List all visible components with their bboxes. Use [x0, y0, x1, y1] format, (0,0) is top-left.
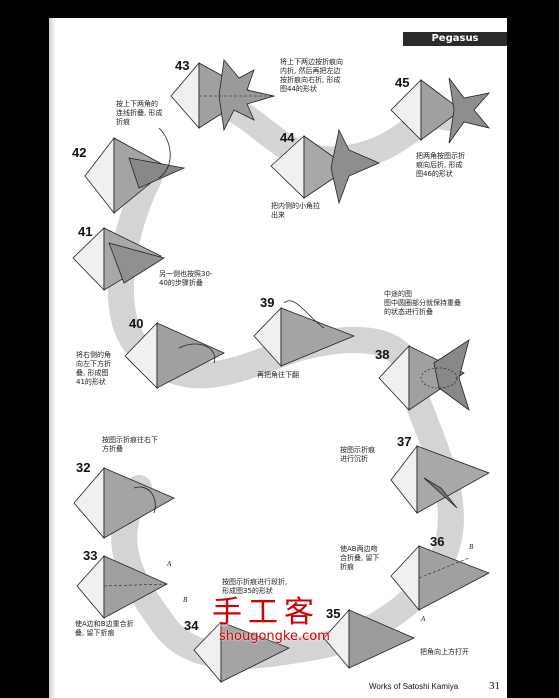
watermark-chinese: 手工客	[212, 595, 320, 630]
step-44-figure	[270, 128, 381, 205]
footer-credit: Works of Satoshi Kamiya	[369, 682, 459, 691]
step-note: 将上下两边按折痕向 内折, 然后再把左边 按折痕向右折, 形成 图44的形状	[280, 58, 343, 93]
step-number: 36	[430, 534, 445, 549]
section-header: Pegasus	[403, 32, 507, 46]
step-note: 按图示折痕往右下 方折叠	[102, 436, 158, 453]
point-label-b: B	[469, 543, 474, 551]
step-note: 使A边和B边重合折 叠, 留下折痕	[75, 620, 134, 637]
step-note: 把角向上方打开	[420, 648, 469, 656]
step-number: 43	[175, 58, 190, 73]
step-number: 45	[395, 75, 410, 90]
step-note: 将右侧的角 向左下方折 叠, 形成图 41的形状	[76, 351, 111, 386]
step-number: 44	[280, 130, 295, 145]
step-40-figure	[124, 322, 225, 389]
step-number: 41	[78, 224, 93, 239]
step-note: 中途的图 图中圆圈部分就保持重叠 的状态进行折叠	[384, 290, 461, 316]
page-number: 31	[489, 680, 500, 692]
step-number: 37	[397, 434, 412, 449]
step-number: 38	[375, 347, 390, 362]
step-number: 39	[260, 295, 275, 310]
step-42-figure	[84, 127, 186, 215]
step-38-figure	[378, 339, 470, 412]
step-note: 另一侧也按照30- 40的步骤折叠	[159, 270, 213, 287]
step-note: 再把角往下翻	[257, 371, 299, 379]
step-number: 33	[83, 548, 98, 563]
step-note: 把两角按图示折 痕向后折, 形成 图46的形状	[416, 152, 465, 178]
book-page: Pegasus 43 将上下两边按折痕向 内折, 然后再把左边 按折痕向右折, …	[49, 18, 507, 698]
step-note: 把内侧的小角拉 出来	[271, 202, 320, 219]
point-label-a: A	[167, 560, 172, 568]
step-37-figure	[390, 444, 490, 515]
step-43-figure	[170, 59, 276, 132]
step-note: 使AB两边吻 合折叠, 留下 折痕	[340, 545, 380, 571]
step-note: 按图示折痕 进行沉折	[340, 446, 375, 463]
step-note: 按图示折痕进行段折, 形成图35的形状	[222, 578, 288, 595]
step-number: 42	[72, 145, 87, 160]
step-45-figure	[390, 77, 491, 144]
point-label-a: A	[421, 615, 426, 623]
step-number: 40	[129, 316, 144, 331]
step-number: 35	[326, 606, 341, 621]
instruction-diagram	[72, 59, 491, 684]
step-number: 32	[76, 460, 91, 475]
step-32-figure	[73, 466, 175, 540]
watermark-url: shougongke.com	[219, 629, 330, 644]
step-35-figure	[323, 608, 415, 670]
point-label-b: B	[183, 596, 188, 604]
step-note: 按上下两角的 连线折叠, 形成 折痕	[116, 100, 163, 126]
step-39-figure	[253, 300, 356, 368]
step-34-figure	[193, 621, 290, 684]
step-36-figure	[390, 544, 490, 612]
step-33-figure	[76, 554, 168, 620]
page-gutter-shadow	[49, 18, 56, 698]
step-41-figure	[72, 227, 165, 291]
step-number: 34	[184, 618, 199, 633]
